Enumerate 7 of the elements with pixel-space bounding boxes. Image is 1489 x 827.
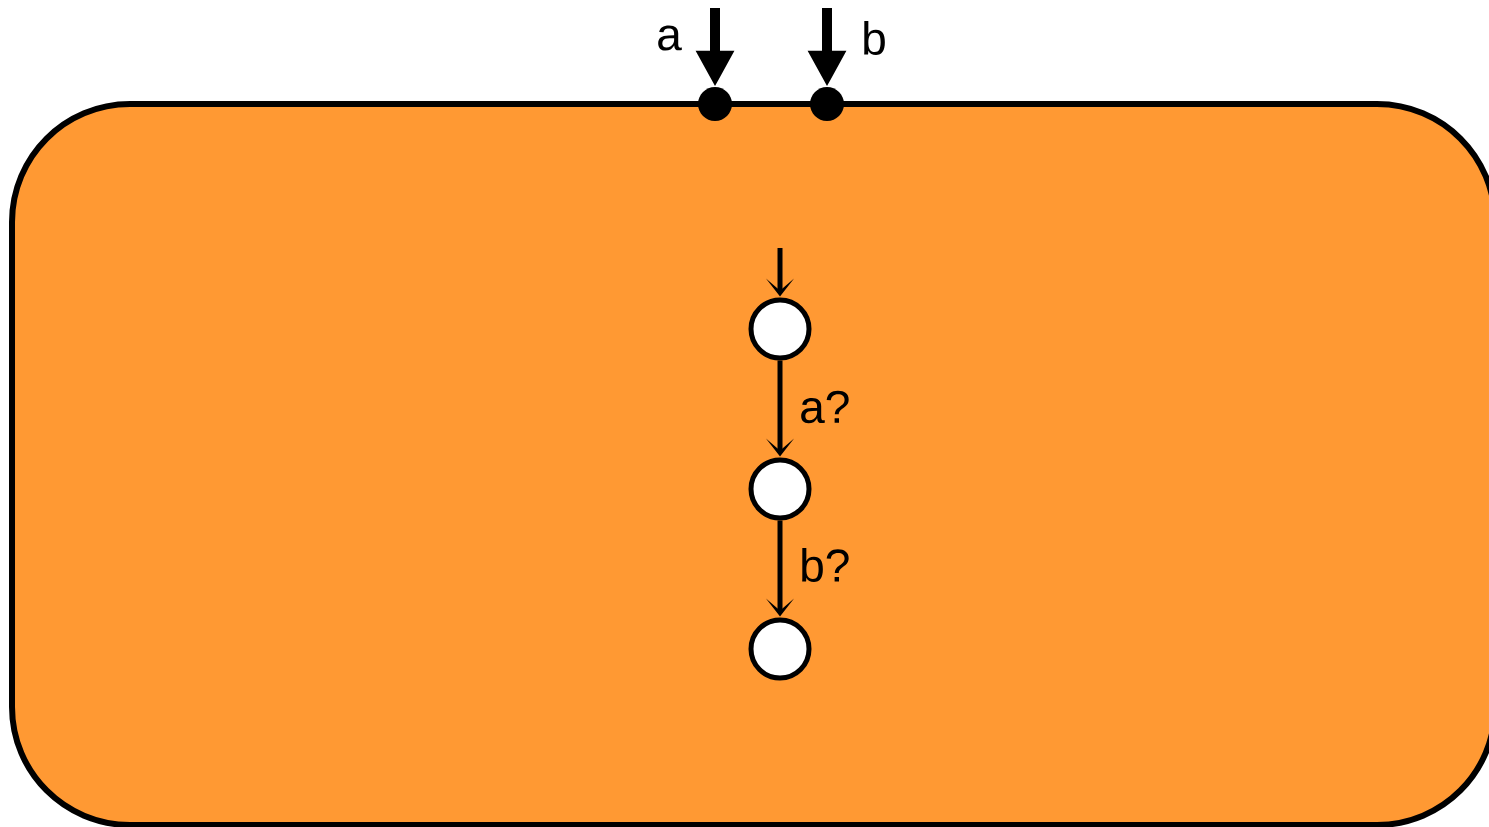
edge-label: b? (802, 548, 849, 582)
edge-label: b (864, 21, 885, 55)
edge-label: a? (801, 390, 849, 424)
port-dot (810, 87, 844, 121)
edge-label: a (658, 25, 682, 51)
port-dot (698, 87, 732, 121)
rounded-box (9, 101, 1489, 827)
